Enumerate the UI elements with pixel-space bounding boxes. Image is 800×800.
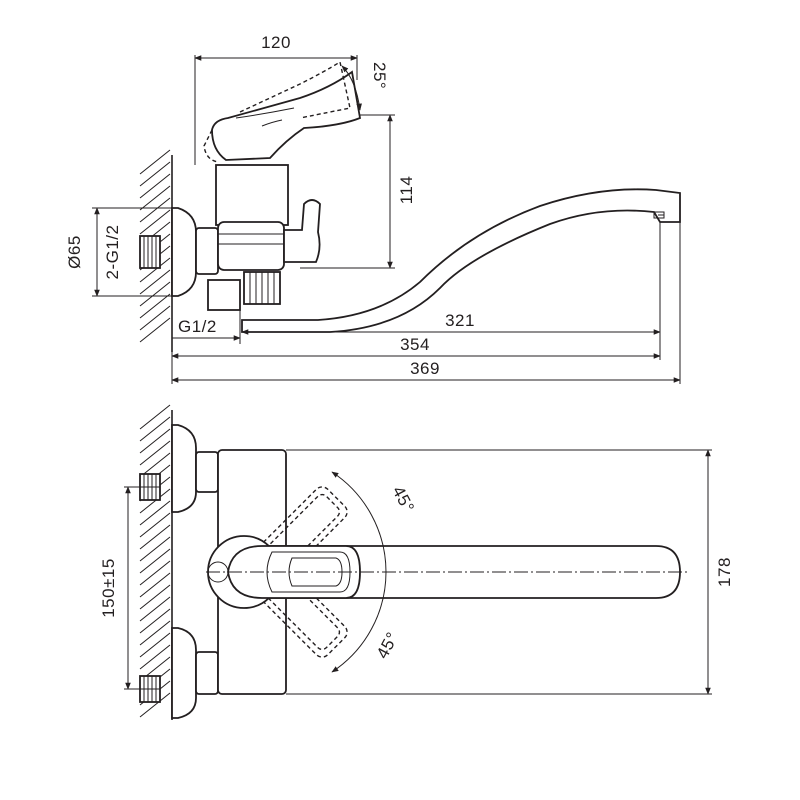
dim-inlet-thread-label: 2-G1/2 — [103, 225, 122, 280]
diverter-knob[interactable] — [283, 199, 321, 263]
wall-hatch-line — [139, 560, 171, 586]
wall-flange — [171, 207, 197, 297]
dim-handle-angle: 25° — [341, 62, 389, 111]
wall-hatch-line — [139, 404, 171, 430]
outlet-stub — [207, 271, 281, 311]
mixer-lower-body — [217, 221, 285, 271]
wall-hatch-line — [139, 488, 171, 514]
wall-hatch-line — [139, 548, 171, 574]
wall-hatch-line — [139, 512, 171, 538]
dim-handle-angle-lower-label: 45° — [373, 629, 403, 662]
wall-hatch-line — [139, 692, 171, 718]
wall-hatching-side — [139, 149, 171, 343]
dim-flange-diameter-label: Ø65 — [65, 235, 84, 269]
wall-hatch-line — [139, 416, 171, 442]
dim-height: 114 — [300, 114, 416, 269]
wall-hatch-line — [139, 269, 171, 295]
wall-hatch-line — [139, 161, 171, 187]
dim-flange: Ø65 2-G1/2 — [65, 207, 176, 297]
spout-side — [241, 188, 681, 333]
wall-top — [139, 404, 173, 720]
dim-outlet-thread-label: G1/2 — [178, 317, 217, 336]
dim-inlet-spacing: 150±15 — [99, 486, 160, 690]
wall-hatch-line — [139, 536, 171, 562]
wall-hatch-line — [139, 608, 171, 634]
upper-inlet — [139, 424, 219, 513]
wall-hatch-line — [139, 185, 171, 211]
dim-spout-reach: 321 — [241, 222, 661, 360]
wall-hatch-line — [139, 173, 171, 199]
wall-hatch-line — [139, 317, 171, 343]
dim-overall-length: 369 — [171, 222, 681, 384]
wall-hatch-line — [139, 197, 171, 223]
wall-hatch-line — [139, 644, 171, 670]
wall-hatch-line — [139, 632, 171, 658]
wall-hatch-line — [139, 572, 171, 598]
dim-handle-angle-label: 25° — [370, 62, 389, 89]
wall-hatch-line — [139, 149, 171, 175]
wall-hatch-line — [139, 305, 171, 331]
dim-inlet-spacing-label: 150±15 — [99, 558, 118, 618]
wall-hatching-top — [139, 404, 171, 718]
dim-spout-reach-label: 321 — [445, 311, 475, 330]
dim-width-label: 120 — [261, 33, 291, 52]
dim-total-depth-label: 178 — [715, 557, 734, 587]
wall-hatch-line — [139, 209, 171, 235]
inlet-thread-stub — [139, 235, 161, 269]
wall-hatch-line — [139, 440, 171, 466]
mixer-body — [215, 164, 289, 226]
wall-hatch-line — [139, 281, 171, 307]
wall-hatch-line — [139, 500, 171, 526]
wall-hatch-line — [139, 584, 171, 610]
dim-width: 120 — [194, 33, 358, 165]
dim-height-label: 114 — [397, 176, 416, 205]
eccentric-connector — [195, 227, 219, 275]
dim-handle-angle-upper-label: 45° — [388, 483, 418, 516]
dim-spout-length-label: 354 — [400, 335, 430, 354]
wall-hatch-line — [139, 428, 171, 454]
dim-total-depth: 178 — [286, 449, 734, 695]
wall-hatch-line — [139, 293, 171, 319]
lever-handle-raised-outline — [239, 60, 351, 119]
wall-hatch-line — [139, 524, 171, 550]
top-view: 45° 45° 150±15 178 — [99, 404, 734, 720]
lower-inlet — [139, 627, 219, 719]
dim-overall-length-label: 369 — [410, 359, 440, 378]
side-view: 120 25° 114 Ø65 2-G1/2 G1/2 — [65, 33, 681, 384]
wall-hatch-line — [139, 596, 171, 622]
lever-handle[interactable] — [211, 70, 362, 161]
wall-hatch-line — [139, 620, 171, 646]
wall-hatch-line — [139, 452, 171, 478]
dim-outlet-thread: G1/2 — [172, 306, 241, 344]
wall-side — [139, 149, 173, 352]
wall-hatch-line — [139, 257, 171, 283]
